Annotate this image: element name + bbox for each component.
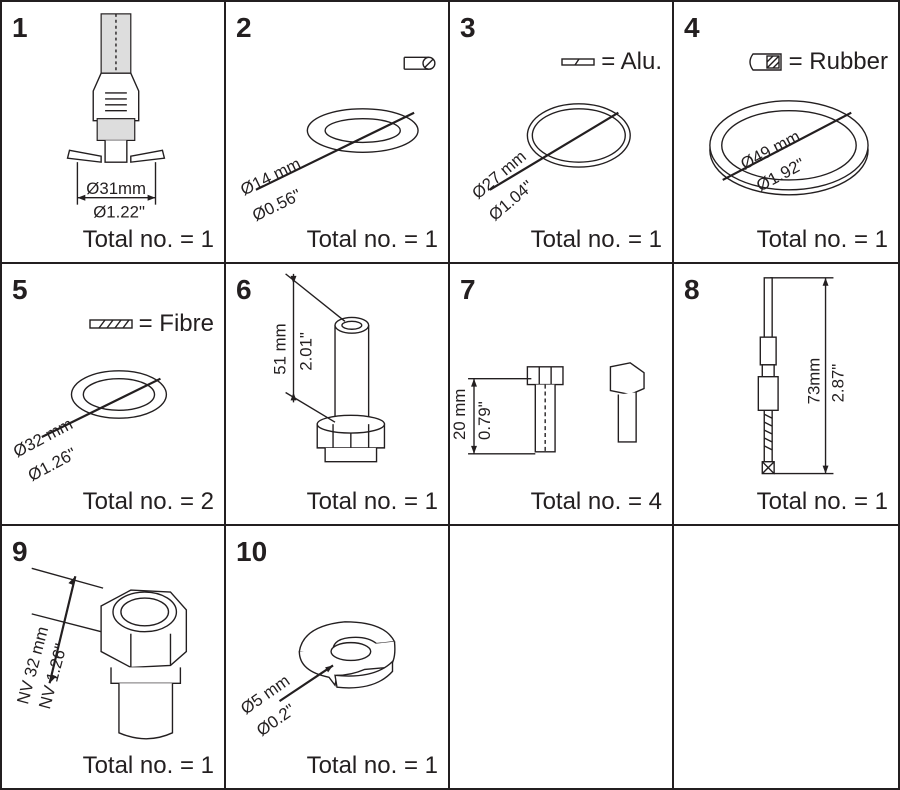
part-number: 7: [460, 274, 476, 305]
total-count: Total no. = 1: [530, 226, 662, 253]
part-cell-9: 9 NV 32 mm NV 1.26" Total no. = 1: [2, 526, 226, 788]
dim-in: Ø1.22": [93, 203, 145, 222]
aluminium-section-icon: [561, 58, 595, 66]
part-number: 8: [684, 274, 700, 305]
part-cell-4: 4 = Rubber Ø49 mm Ø1.92" Total no. = 1: [674, 2, 898, 264]
fibre-section-icon: [88, 319, 133, 329]
split-washer-drawing: Ø5 mm Ø0.2": [237, 621, 396, 740]
part-cell-8: 8 73mm 2.87" Total no. = 1: [674, 264, 898, 526]
material-legend: = Alu.: [561, 48, 662, 76]
part-cell-10: 10 Ø5 mm Ø0.2" Total no. = 1: [226, 526, 450, 788]
material-legend: = Rubber: [745, 48, 888, 76]
part-number: 4: [684, 12, 700, 43]
total-count: Total no. = 4: [530, 488, 662, 515]
spindle-drawing: 73mm 2.87": [757, 277, 847, 475]
material-legend: = Fibre: [88, 310, 214, 338]
part-number: 10: [236, 536, 268, 567]
part-number: 9: [12, 536, 28, 567]
material-label: = Rubber: [788, 48, 888, 75]
dim-mm: Ø31mm: [86, 179, 146, 198]
valve-insert-drawing: [66, 13, 166, 205]
total-count: Total no. = 1: [306, 752, 438, 779]
dim-mm: 20 mm: [450, 389, 469, 440]
material-label: = Alu.: [601, 48, 662, 75]
part-number: 6: [236, 274, 252, 305]
total-count: Total no. = 1: [306, 226, 438, 253]
armature-tube-drawing: 51 mm 2.01": [271, 273, 386, 463]
total-count: Total no. = 1: [82, 226, 214, 253]
dim-mm: 73mm: [805, 358, 824, 405]
material-label: = Fibre: [138, 310, 214, 337]
part-number: 1: [12, 12, 28, 43]
empty-cell: [674, 526, 898, 788]
total-count: Total no. = 2: [82, 488, 214, 515]
part-number: 2: [236, 12, 252, 43]
part-cell-5: 5 = Fibre Ø32 mm Ø1.26" Total no. = 2: [2, 264, 226, 526]
part-cell-6: 6 51 mm 2.01" Total no. = 1: [226, 264, 450, 526]
part-cell-3: 3 = Alu. Ø27 mm Ø1.04" Total no. = 1: [450, 2, 674, 264]
dim-in: 2.87": [828, 364, 847, 403]
rubber-gasket-drawing: Ø49 mm Ø1.92": [709, 100, 869, 196]
part-cell-2: 2 Ø14 mm Ø0.56" Total no. = 1: [226, 2, 450, 264]
part-cell-1: 1 Ø31mm Ø1.22" Total no. = 1: [2, 2, 226, 264]
dim-in: 0.79": [475, 401, 494, 440]
total-count: Total no. = 1: [756, 226, 888, 253]
fibre-washer-drawing: Ø32 mm Ø1.26": [10, 370, 168, 485]
total-count: Total no. = 1: [82, 752, 214, 779]
rubber-section-icon: [748, 53, 782, 71]
hex-nut-drawing: NV 32 mm NV 1.26": [13, 567, 188, 740]
dim-in: 2.01": [296, 332, 315, 371]
empty-cell: [450, 526, 674, 788]
part-cell-7: 7 20 mm 0.79" Total no. = 4: [450, 264, 674, 526]
total-count: Total no. = 1: [306, 488, 438, 515]
o-ring-section-icon: [403, 56, 436, 70]
total-count: Total no. = 1: [756, 488, 888, 515]
part-number: 5: [12, 274, 28, 305]
part-number: 3: [460, 12, 476, 43]
o-ring-drawing: Ø14 mm Ø0.56": [237, 56, 436, 225]
aluminium-washer-drawing: Ø27 mm Ø1.04": [468, 103, 631, 225]
bolt-drawing: 20 mm 0.79": [450, 362, 645, 455]
dim-mm: 51 mm: [271, 323, 290, 374]
